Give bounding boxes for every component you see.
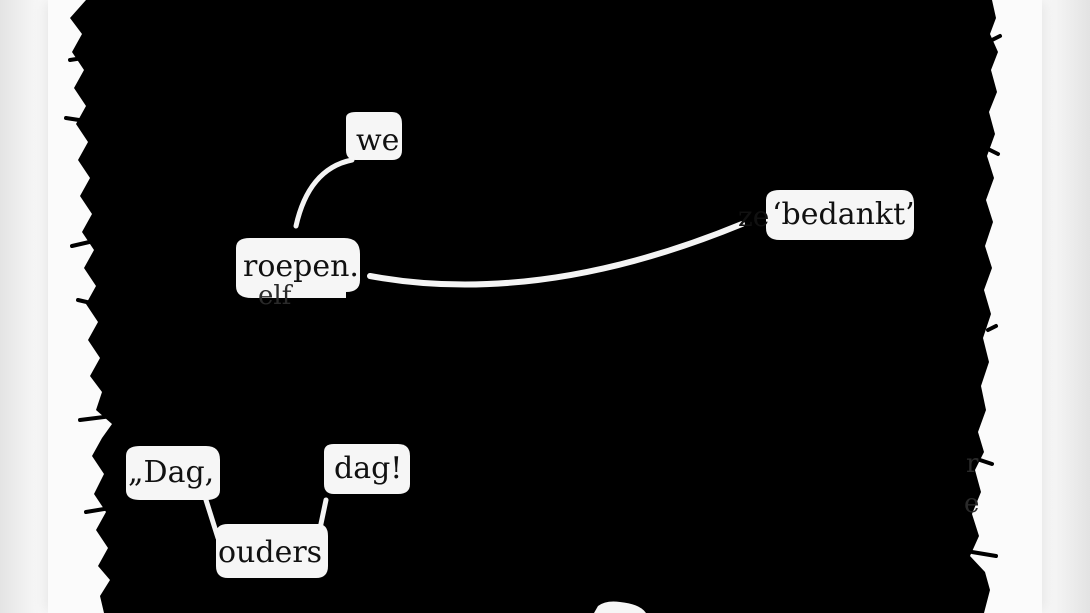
connector-dag-to-ouders-left xyxy=(203,497,221,541)
ink-blackout-area xyxy=(70,0,998,613)
poem-word-dag-close: dag! xyxy=(334,451,402,486)
poem-word-ouders: ouders xyxy=(218,535,322,570)
poem-word-roepen: roepen. xyxy=(243,249,359,284)
poem-fragment-ze: ze xyxy=(738,200,769,233)
poem-word-we: we xyxy=(356,123,399,158)
bubble-bedankt xyxy=(766,190,914,240)
poem-word-bedankt: ‘bedankt’ xyxy=(772,197,915,232)
bubble-we xyxy=(346,112,402,160)
bubble-ouders xyxy=(216,524,328,578)
bubble-roepen xyxy=(236,238,360,298)
marker-edge-strokes xyxy=(64,34,1002,558)
margin-letter-e: e xyxy=(964,489,979,519)
connector-roepen-to-bedankt xyxy=(367,221,745,288)
white-connector-lines xyxy=(203,157,745,541)
connector-we-to-roepen xyxy=(293,157,355,229)
margin-letter-r: r xyxy=(966,449,979,479)
bubble-dag-open xyxy=(126,446,220,500)
word-bubbles xyxy=(126,112,914,613)
bubble-bottom-partial xyxy=(594,601,646,613)
bubble-dag-close xyxy=(324,444,410,494)
poem-fragment-below-roepen: elf xyxy=(258,281,294,311)
poem-word-dag-open: „Dag, xyxy=(128,455,214,490)
